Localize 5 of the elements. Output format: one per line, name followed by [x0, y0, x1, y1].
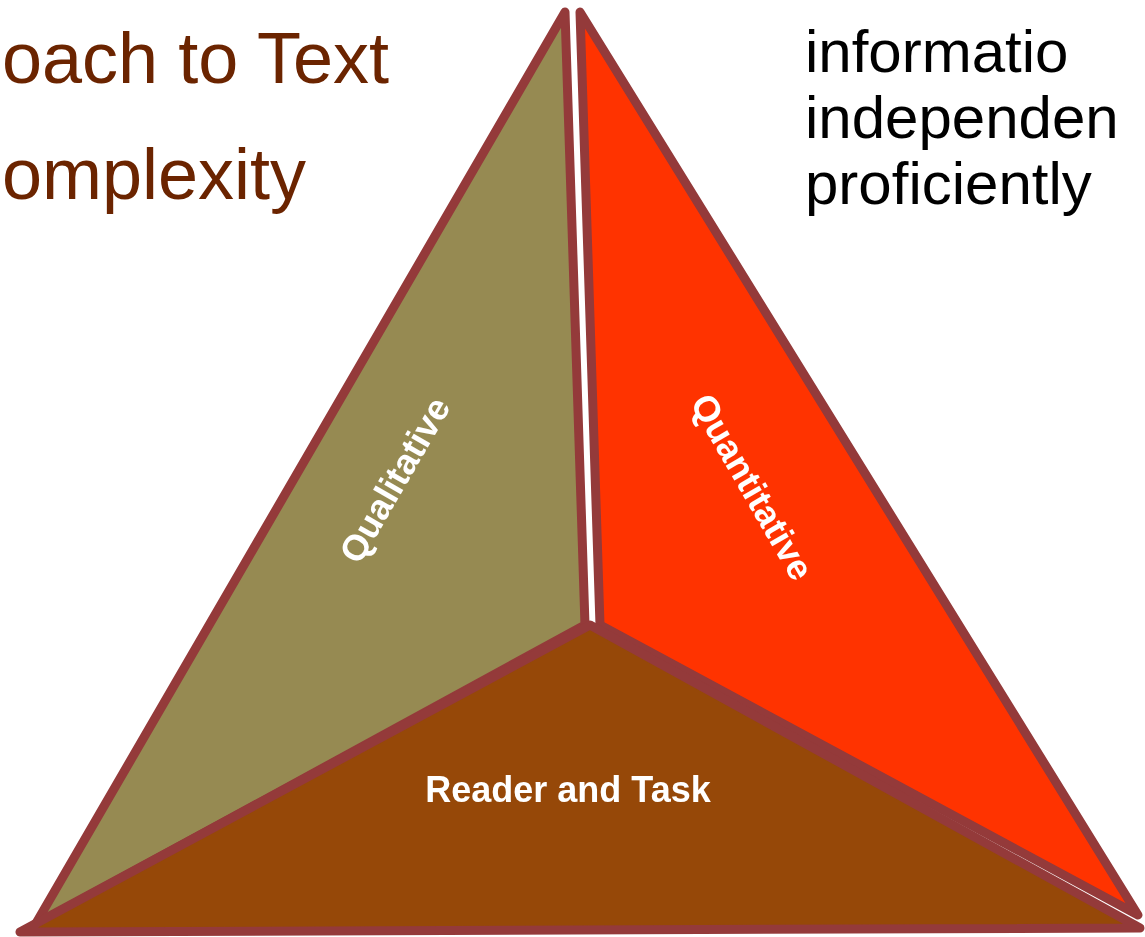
slide-title: oach to Text omplexity: [2, 17, 390, 216]
body-text: informatio: [805, 22, 1069, 82]
body-text: proficiently: [805, 154, 1092, 214]
body-text: independen: [805, 88, 1119, 148]
panel-label: Reader and Task: [425, 769, 711, 811]
